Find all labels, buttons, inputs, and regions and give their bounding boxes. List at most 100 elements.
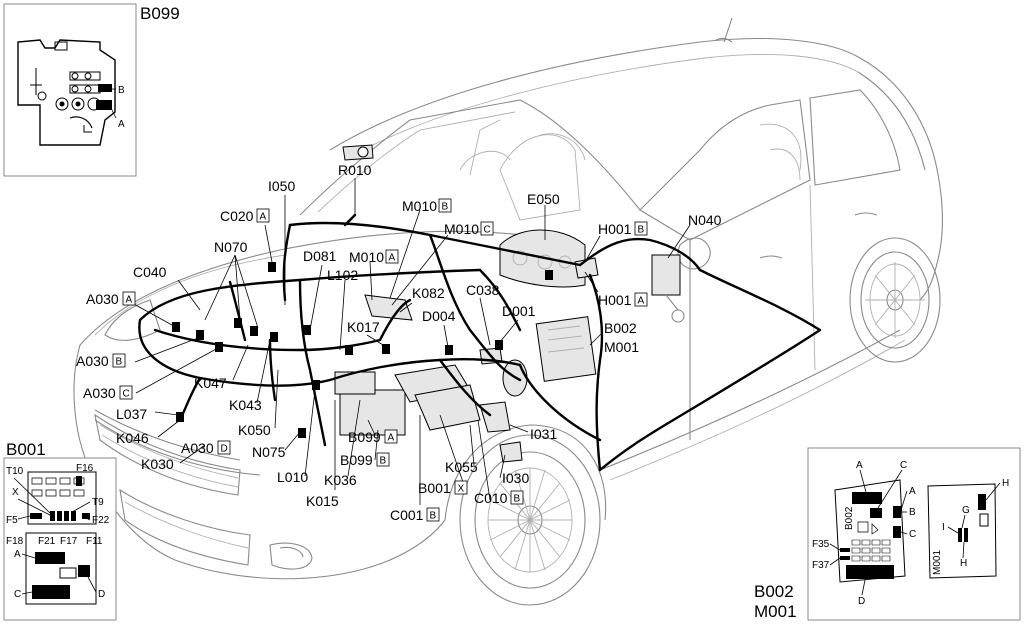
label-c020a-box [256,208,270,223]
label-m001-text: M001 [604,339,639,355]
label-b099b-text: B099 [340,452,373,468]
label-b099a-box-letter: A [388,433,395,444]
inset-b099: B099 B A [3,3,180,177]
label-c001b-box [426,507,440,522]
label-a030a-box-letter: A [126,295,133,306]
label-k030-text: K030 [141,456,174,472]
inset-m001-letter-h: H [960,558,967,569]
battery-terminal-icon [17,39,116,146]
label-m010c-box [480,221,494,236]
inset-b099-letter-a: A [118,119,125,130]
label-k050-text: K050 [238,422,271,438]
label-k015: K015 [306,493,339,509]
label-a030a-box [122,291,136,306]
label-i031-text: I031 [530,426,557,442]
label-h001a-text: H001 [598,292,632,308]
label-b001x-text: B001 [418,480,451,496]
label-b099b: B099 B [340,452,390,468]
label-a030c-box [119,385,133,400]
label-d081-text: D081 [303,248,337,264]
label-k047-text: K047 [194,375,227,391]
label-k082: K082 [412,285,445,301]
label-d081: D081 [303,248,337,264]
label-b099a-box [384,429,398,444]
wiring-harness [138,213,822,472]
label-n075-text: N075 [252,444,286,460]
label-m010b-text: M010 [402,198,437,214]
label-d001: D001 [502,303,536,319]
label-a030d-box [217,440,231,455]
inset-b002-letter-a-right: A [909,486,916,497]
label-h001b-text: H001 [598,221,632,237]
label-a030d-box-letter: D [221,444,228,455]
label-a030c-box-letter: C [123,389,130,400]
label-h001b: H001 B [598,221,648,237]
label-k055: K055 [445,459,478,475]
label-k017-text: K017 [347,319,380,335]
fuse-label-f11: F11 [86,536,103,547]
label-d001-text: D001 [502,303,536,319]
label-n070-text: N070 [214,239,248,255]
label-k047: K047 [194,375,227,391]
label-b002-text: B002 [604,320,637,336]
label-c020a-text: C020 [220,208,254,224]
fuse-label-f17: F17 [60,536,78,547]
label-a030b-box-letter: B [116,357,123,368]
label-k036-text: K036 [324,472,357,488]
label-k055-text: K055 [445,459,478,475]
label-b001x-box [454,480,468,495]
label-h001b-box-letter: B [638,225,645,236]
inset-b099-letter-b: B [118,85,125,96]
label-a030c: A030 C [83,385,133,401]
label-c010b-box [510,490,524,505]
label-a030c-text: A030 [83,385,116,401]
label-i031: I031 [530,426,557,442]
inset-b002-vertical: B002 [844,506,855,530]
inset-b002-title: B002 [754,582,794,601]
label-b099b-box [376,452,390,467]
inset-b002-letter-a: A [856,460,863,471]
label-b099b-box-letter: B [380,456,387,467]
inset-m001-vertical: M001 [932,550,943,575]
body-computer-icon [834,479,997,583]
label-r010: R010 [338,162,372,178]
label-k015-text: K015 [306,493,339,509]
label-c038-text: C038 [466,282,500,298]
inset-b001-title: B001 [6,440,46,459]
inset-m001-letter-i: I [942,522,945,533]
label-k043-text: K043 [229,397,262,413]
inset-m001-title: M001 [754,602,797,621]
label-e050-text: E050 [527,191,560,207]
label-h001a-box [634,292,648,307]
inset-b002-letter-d: D [858,596,865,607]
label-c040: C040 [133,264,167,280]
inset-m001-letter-h-top: H [1002,478,1009,489]
label-b002: B002 [604,320,637,336]
label-n070: N070 [214,239,248,255]
label-n040: N040 [688,212,722,228]
label-l010: L010 [277,469,308,485]
inset-b001-letter-c: C [14,589,21,600]
inset-b002-m001: B002 M001 A C A B C H G I H D F35 [754,447,1021,621]
label-h001b-box [634,221,648,236]
label-m010b-box-letter: B [442,202,449,213]
label-l037-text: L037 [116,406,147,422]
inset-fuse-f35: F35 [812,539,830,550]
fuse-label-x: X [12,487,19,498]
inset-b001-letter-a: A [14,549,21,560]
inset-b099-title: B099 [140,4,180,23]
fuse-label-f5: F5 [6,515,18,526]
label-a030b-box [112,353,126,368]
label-l102-text: L102 [327,267,358,283]
fuse-label-f22: F22 [92,515,110,526]
label-r010-text: R010 [338,162,372,178]
label-k030: K030 [141,456,174,472]
